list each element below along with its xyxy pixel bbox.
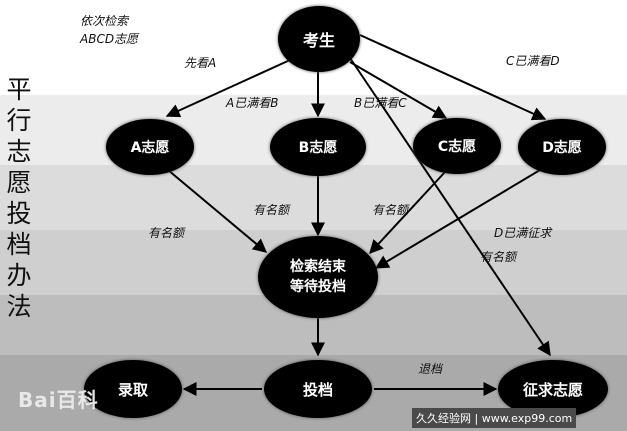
label-c-full: C已满看D xyxy=(506,54,560,68)
label-quota-c: 有名额 xyxy=(372,203,409,217)
title-char: 档 xyxy=(6,230,32,259)
title-char: 行 xyxy=(6,106,32,135)
label-a-full: A已满看B xyxy=(226,96,279,110)
vertical-title: 平 行 志 愿 投 档 办 法 xyxy=(6,74,32,322)
label-d-full: D已满征求 xyxy=(494,226,552,240)
node-choice-c: C志愿 xyxy=(413,118,501,174)
arrow-d-to-retrieve xyxy=(374,169,541,269)
arrow-student-to-solicit xyxy=(349,57,551,357)
label-quota-a: 有名额 xyxy=(148,226,185,240)
arrow-c-to-retrieve xyxy=(369,171,446,255)
node-retrieve-wait: 检索结束 等待投档 xyxy=(258,236,378,318)
label-quota-b: 有名额 xyxy=(253,203,290,217)
title-char: 愿 xyxy=(6,168,32,197)
node-choice-a: A志愿 xyxy=(106,119,194,175)
node-choice-d: D志愿 xyxy=(518,119,606,175)
arrow-student-to-d xyxy=(359,34,547,121)
retrieve-line-1: 检索结束 xyxy=(290,259,346,275)
label-b-full: B已满看C xyxy=(354,96,407,110)
label-first-a: 先看A xyxy=(184,56,217,70)
intro-line-1: 依次检索 xyxy=(80,14,129,28)
label-quota-d: 有名额 xyxy=(480,250,517,264)
site-watermark: 久久经验网 | www.exp99.com xyxy=(412,408,577,428)
node-file: 投档 xyxy=(264,360,372,418)
arrow-student-to-c xyxy=(349,61,448,119)
title-char: 志 xyxy=(6,137,32,166)
baidu-watermark: Bai百科 xyxy=(18,388,99,412)
retrieve-line-2: 等待投档 xyxy=(290,279,346,295)
node-student: 考生 xyxy=(278,6,360,72)
arrow-a-to-retrieve xyxy=(167,169,268,253)
title-char: 平 xyxy=(6,75,32,104)
arrow-student-to-a xyxy=(165,59,291,118)
title-char: 法 xyxy=(6,292,32,321)
node-admit: 录取 xyxy=(84,360,182,418)
label-reject: 退档 xyxy=(418,362,443,376)
node-choice-b: B志愿 xyxy=(270,118,366,176)
title-char: 投 xyxy=(6,199,32,228)
title-char: 办 xyxy=(6,261,32,290)
intro-line-2: ABCD志愿 xyxy=(80,32,139,46)
